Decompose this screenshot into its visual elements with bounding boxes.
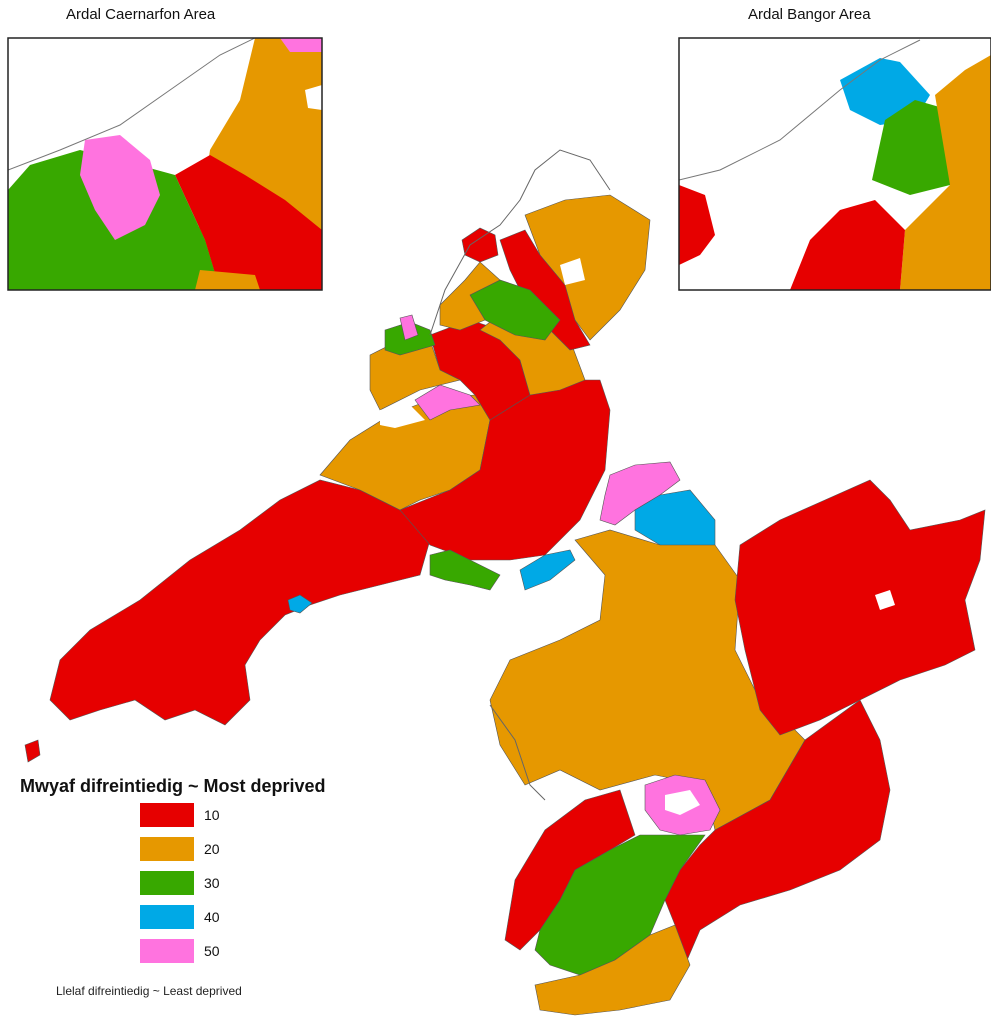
legend-item-10: 10 — [140, 803, 220, 827]
map-gaps — [380, 258, 895, 815]
inset-caernarfon — [7, 37, 323, 291]
legend-label: 10 — [204, 807, 220, 823]
region-red-east — [734, 479, 986, 736]
legend-footer: Llelaf difreintiedig ~ Least deprived — [56, 984, 242, 998]
region-orange-bottom — [195, 270, 260, 290]
region-red-south — [504, 789, 636, 951]
legend-label: 40 — [204, 909, 220, 925]
coastline — [8, 38, 256, 171]
inset-bangor — [678, 37, 991, 291]
legend-label: 20 — [204, 841, 220, 857]
legend-swatch-orange — [140, 837, 194, 861]
coastline-outline — [429, 149, 611, 801]
legend-swatch-green — [140, 871, 194, 895]
region-green — [872, 100, 950, 195]
main-map-regions — [24, 194, 986, 1016]
region-orange-south — [534, 924, 691, 1016]
region-red-tip — [24, 739, 41, 763]
region-orange-coast — [439, 261, 501, 331]
region-red — [790, 200, 905, 290]
coastline — [679, 39, 921, 181]
region-green-north — [469, 279, 561, 341]
region-orange — [900, 55, 991, 290]
legend-item-40: 40 — [140, 905, 220, 929]
legend-swatch-pink — [140, 939, 194, 963]
region-red-left — [679, 185, 715, 265]
region-pink-caernarfon — [399, 314, 419, 341]
region-red-central — [399, 379, 611, 561]
legend-swatch-blue — [140, 905, 194, 929]
legend-item-20: 20 — [140, 837, 220, 861]
region-blue-west — [287, 594, 313, 614]
region-white — [305, 85, 322, 110]
legend-swatch-red — [140, 803, 194, 827]
region-green-south — [429, 549, 501, 591]
region-green-barmouth — [534, 834, 706, 976]
legend-title: Mwyaf difreintiedig ~ Most deprived — [20, 776, 326, 796]
region-red-top — [461, 227, 499, 263]
region-pink — [80, 135, 160, 240]
region-pink-top — [280, 38, 322, 52]
legend-item-50: 50 — [140, 939, 220, 963]
inset-title-caernarfon: Ardal Caernarfon Area — [66, 6, 216, 23]
region-red-lleyn — [49, 479, 431, 726]
region-blue-south — [519, 549, 576, 591]
legend-label: 30 — [204, 875, 220, 891]
inset-title-bangor: Ardal Bangor Area — [748, 6, 871, 23]
legend-item-30: 30 — [140, 871, 220, 895]
region-red — [175, 155, 322, 290]
region-pink-north — [414, 384, 481, 421]
legend-label: 50 — [204, 943, 220, 959]
